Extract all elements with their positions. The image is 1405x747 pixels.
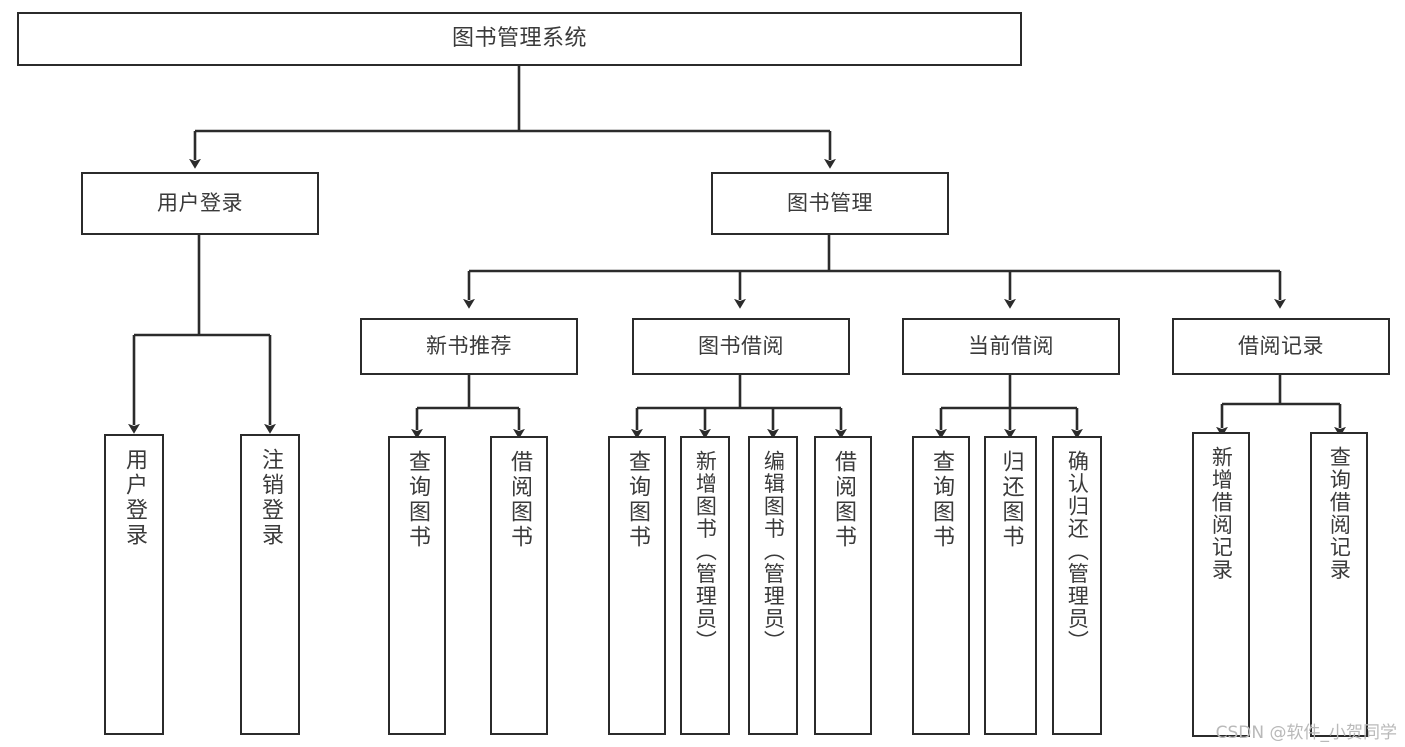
node-current-borrow-label: 当前借阅: [968, 333, 1054, 358]
leaf-add-borrow-record-label: 新增借阅记录: [1209, 446, 1234, 581]
leaf-borrow-book-rec[interactable]: 借阅图书: [490, 436, 548, 735]
leaf-logout-label: 注销登录: [257, 448, 283, 548]
node-current-borrow[interactable]: 当前借阅: [902, 318, 1120, 375]
leaf-user-login[interactable]: 用户登录: [104, 434, 164, 735]
leaf-query-borrow-record-label: 查询借阅记录: [1327, 446, 1352, 581]
leaf-add-book-admin-label: 新增图书（管理员）: [693, 450, 718, 653]
node-root-label: 图书管理系统: [451, 25, 587, 51]
node-new-book-recommend[interactable]: 新书推荐: [360, 318, 578, 375]
leaf-add-book-admin[interactable]: 新增图书（管理员）: [680, 436, 730, 735]
node-user-login[interactable]: 用户登录: [81, 172, 319, 235]
node-book-borrow[interactable]: 图书借阅: [632, 318, 850, 375]
leaf-borrow-book-label: 借阅图书: [830, 450, 856, 550]
node-borrow-record-label: 借阅记录: [1238, 333, 1324, 358]
leaf-logout[interactable]: 注销登录: [240, 434, 300, 735]
leaf-query-book-borrow[interactable]: 查询图书: [608, 436, 666, 735]
leaf-return-book-label: 归还图书: [998, 450, 1024, 550]
leaf-edit-book-admin-label: 编辑图书（管理员）: [761, 450, 786, 653]
leaf-return-book[interactable]: 归还图书: [984, 436, 1037, 735]
node-book-manage[interactable]: 图书管理: [711, 172, 949, 235]
leaf-query-borrow-record[interactable]: 查询借阅记录: [1310, 432, 1368, 737]
leaf-confirm-return-admin-label: 确认归还（管理员）: [1065, 450, 1090, 653]
node-root[interactable]: 图书管理系统: [17, 12, 1022, 66]
node-new-book-recommend-label: 新书推荐: [426, 333, 512, 358]
node-user-login-label: 用户登录: [157, 190, 243, 215]
node-book-manage-label: 图书管理: [787, 190, 873, 215]
leaf-query-book-borrow-label: 查询图书: [624, 450, 650, 550]
leaf-query-book-rec-label: 查询图书: [404, 450, 430, 550]
leaf-confirm-return-admin[interactable]: 确认归还（管理员）: [1052, 436, 1102, 735]
leaf-borrow-book[interactable]: 借阅图书: [814, 436, 872, 735]
leaf-add-borrow-record[interactable]: 新增借阅记录: [1192, 432, 1250, 737]
leaf-borrow-book-rec-label: 借阅图书: [506, 450, 532, 550]
node-book-borrow-label: 图书借阅: [698, 333, 784, 358]
node-borrow-record[interactable]: 借阅记录: [1172, 318, 1390, 375]
leaf-query-book-rec[interactable]: 查询图书: [388, 436, 446, 735]
leaf-query-book-current[interactable]: 查询图书: [912, 436, 970, 735]
leaf-edit-book-admin[interactable]: 编辑图书（管理员）: [748, 436, 798, 735]
watermark-text: CSDN @软件_小贺同学: [1215, 723, 1397, 743]
leaf-user-login-label: 用户登录: [121, 448, 147, 548]
leaf-query-book-current-label: 查询图书: [928, 450, 954, 550]
